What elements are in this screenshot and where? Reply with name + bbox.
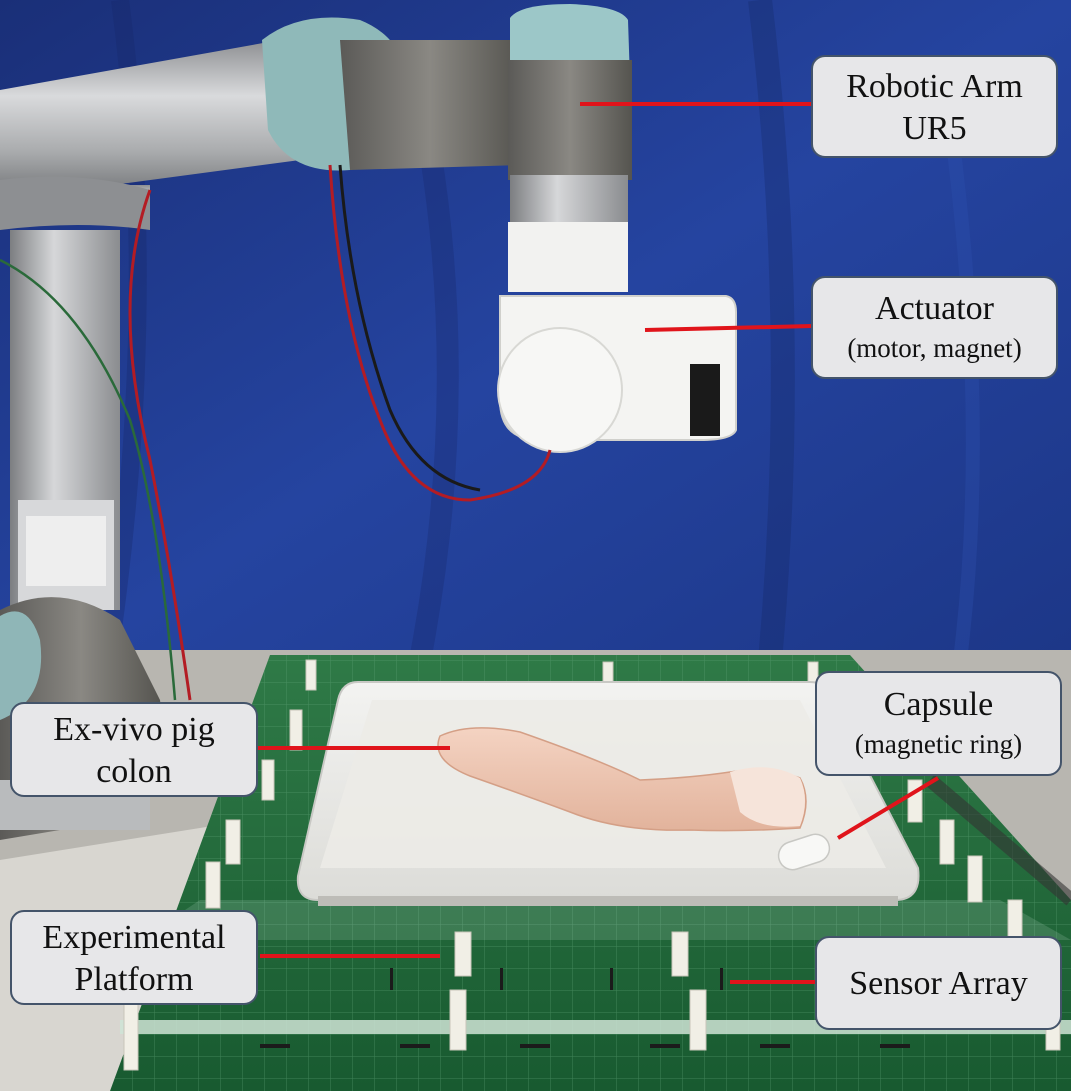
callout-actuator-detail: (motor, magnet) [847,333,1022,363]
callout-pig-colon: Ex-vivo pig colon [10,702,258,797]
callout-robotic-arm-title: Robotic Arm [846,68,1023,105]
callout-pig-colon-line2: colon [96,753,172,790]
callout-capsule-detail: (magnetic ring) [854,729,1023,759]
leader-line-capsule [836,776,940,840]
callout-platform-line2: Platform [74,961,194,998]
leader-line-actuator [644,324,813,332]
callout-platform: Experimental Platform [10,910,258,1005]
callout-capsule-title: Capsule [883,686,994,723]
callout-sensor-array: Sensor Array [815,936,1062,1030]
callout-platform-line1: Experimental [42,919,226,956]
callout-sensor-array-title: Sensor Array [849,965,1028,1002]
callout-actuator: Actuator (motor, magnet) [811,276,1058,379]
callout-pig-colon-line1: Ex-vivo pig [53,711,215,748]
callout-robotic-arm: Robotic Arm UR5 [811,55,1058,158]
callout-robotic-arm-model: UR5 [902,110,967,147]
callout-capsule: Capsule (magnetic ring) [815,671,1062,776]
callout-actuator-title: Actuator [875,290,994,327]
